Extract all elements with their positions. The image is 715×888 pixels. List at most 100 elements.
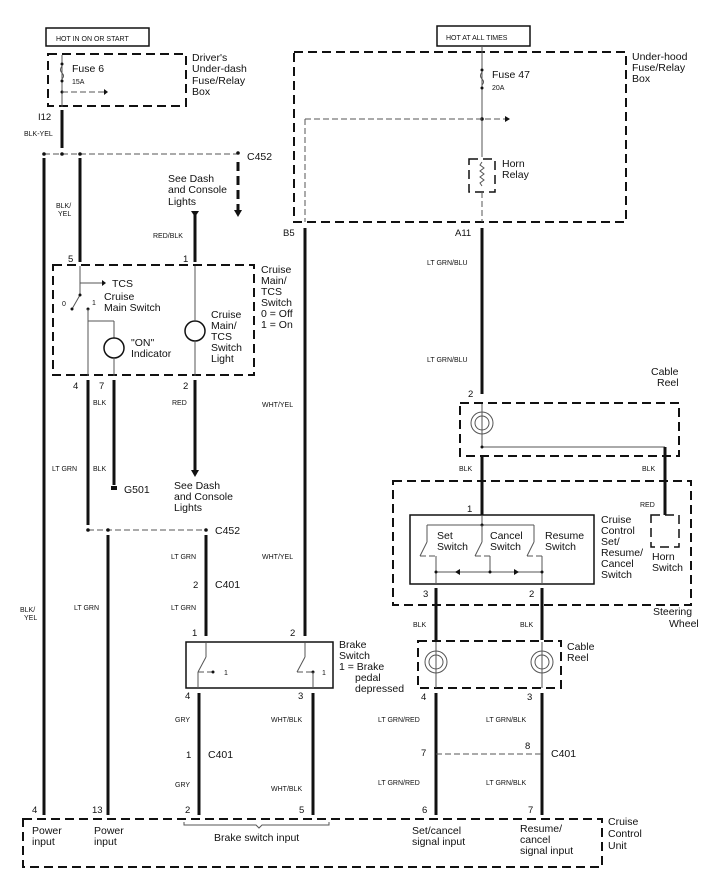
wire-color-gry-2: GRY (175, 782, 190, 789)
resume-input-label-c: signal input (520, 845, 573, 857)
on-indicator-bulb-icon (103, 337, 125, 359)
tcs-label: TCS (112, 278, 133, 290)
brake-switch-label-1: Brake (339, 639, 367, 651)
ground-g501: G501 (124, 484, 150, 496)
pin-reel-3: 3 (527, 692, 532, 703)
wire-color-blk: BLK (93, 400, 107, 407)
pin-unit-5: 5 (299, 805, 304, 816)
wire-color-lt-grn-blu-2: LT GRN/BLU (427, 357, 468, 364)
pin-unit-7: 7 (528, 805, 533, 816)
switch-light-bulb-icon (184, 320, 206, 342)
horn-relay-label-2: Relay (502, 169, 530, 181)
brake-switch-label-2: Switch (339, 650, 370, 662)
under-dash-fuse-box (47, 53, 187, 107)
wire-color-lt-grn-left: LT GRN (74, 605, 99, 612)
cruise-control-switch-box (409, 514, 595, 585)
wire-color-blk-yel-2a: BLK/ (56, 203, 71, 210)
horn-relay-label-1: Horn (502, 158, 525, 170)
pin-4: 4 (73, 381, 78, 392)
under-dash-box-label-2: Under-dash (192, 63, 247, 75)
brake-switch-box (185, 641, 334, 689)
cancel-switch-label-2: Switch (490, 541, 521, 553)
connector-i12: I12 (38, 112, 51, 123)
ccu-label-3: Unit (608, 840, 627, 852)
wire-color-blk-2: BLK (520, 622, 534, 629)
wire-color-wht-yel-1: WHT/YEL (262, 402, 293, 409)
wire-color-blk-3: BLK (413, 622, 427, 629)
ground-icon (111, 486, 117, 490)
connector-c401-b: C401 (208, 749, 233, 761)
switch-pos-0: 0 (62, 301, 66, 308)
brake-switch-contact-icon (197, 656, 207, 673)
see-dash-2-label-1: See Dash (174, 480, 220, 492)
wire-color-wht-blk-1: WHT/BLK (271, 717, 302, 724)
switch-light-label-4: Switch (211, 342, 242, 354)
fuse6-label: Fuse 6 (72, 63, 104, 75)
under-hood-label-3: Box (632, 73, 651, 85)
wire-color-wht-blk-2: WHT/BLK (271, 786, 302, 793)
see-dash-2-label-2: and Console (174, 491, 233, 503)
cruise-main-switch-label-2: Main Switch (104, 302, 161, 314)
wire-color-blk-g501: BLK (93, 466, 107, 473)
set-cancel-input-label-b: signal input (412, 836, 465, 848)
cancel-switch-icon (474, 541, 483, 557)
steering-wheel-label-1: Steering (653, 606, 692, 618)
wire-color-red-horn: RED (640, 502, 655, 509)
see-dash-label-1: See Dash (168, 173, 214, 185)
wire-color-blk-reel-l: BLK (459, 466, 473, 473)
wire-color-blk-yel-left-a: BLK/ (20, 607, 35, 614)
fuse47-icon (480, 71, 484, 86)
wire-color-lt-grn-red-1: LT GRN/RED (378, 717, 420, 724)
cruise-main-tcs-switch-box (52, 264, 255, 376)
under-hood-label-2: Fuse/Relay (632, 62, 686, 74)
switch-pos-1: 1 (92, 300, 96, 307)
under-hood-label-1: Under-hood (632, 51, 688, 63)
cms-label-3: TCS (261, 286, 282, 298)
pin-bs-2: 2 (290, 628, 295, 639)
cms-label-4: Switch (261, 297, 292, 309)
arrow-right-icon (104, 89, 108, 95)
brake-switch-label-5: depressed (355, 683, 404, 695)
wire-color-blk-yel: BLK-YEL (24, 131, 53, 138)
see-dash-label-3: Lights (168, 196, 196, 208)
horn-switch-box (650, 514, 680, 548)
set-cancel-input-label-a: Set/cancel (412, 825, 461, 837)
horn-switch-label-1: Horn (652, 551, 675, 563)
pin-bs-4: 4 (185, 691, 190, 702)
cruise-main-switch-label-1: Cruise (104, 291, 135, 303)
pin-unit-13: 13 (92, 805, 103, 816)
under-hood-fuse-box (293, 51, 627, 223)
see-dash-label-2: and Console (168, 184, 227, 196)
cable-reel-top-box (459, 402, 680, 457)
pin-c401-2: 2 (193, 580, 198, 591)
pin-reel-4: 4 (421, 692, 426, 703)
fuse47-rating: 20A (492, 85, 505, 92)
resume-switch-label-1: Resume (545, 530, 584, 542)
under-dash-box-label-1: Driver's (192, 52, 227, 64)
connector-c401-c: C401 (551, 748, 576, 760)
horn-relay-coil-icon (479, 161, 485, 187)
pin-1: 1 (183, 254, 188, 265)
pin-ccs-2: 2 (529, 589, 534, 600)
power-input-1-label-a: Power (32, 825, 62, 837)
hot-at-all-times-label-box: HOT AT ALL TIMES (436, 25, 531, 47)
pin-5: 5 (68, 254, 73, 265)
ccs-label-6: Switch (601, 569, 632, 581)
set-switch-label-2: Switch (437, 541, 468, 553)
brake-pos-1a: 1 (224, 670, 228, 677)
pin-bs-1: 1 (192, 628, 197, 639)
hot-in-on-or-start-label-box: HOT IN ON OR START (45, 27, 150, 47)
cable-reel-top-label-1: Cable (651, 366, 679, 378)
connector-c452-mid: C452 (215, 525, 240, 537)
wire-color-lt-grn-blu-1: LT GRN/BLU (427, 260, 468, 267)
ccs-label-1: Cruise (601, 514, 632, 526)
ccs-label-5: Cancel (601, 558, 634, 570)
connector-c452-top: C452 (247, 151, 272, 163)
set-switch-icon (419, 541, 428, 557)
fuse47-label: Fuse 47 (492, 69, 530, 81)
wire-color-lt-grn-blk-2: LT GRN/BLK (486, 780, 527, 787)
pin-ccs-1: 1 (467, 504, 472, 515)
wire-color-lt-grn-c401: LT GRN (171, 605, 196, 612)
brake-switch-label-3: 1 = Brake (339, 661, 384, 673)
cable-reel-top-label-2: Reel (657, 377, 679, 389)
